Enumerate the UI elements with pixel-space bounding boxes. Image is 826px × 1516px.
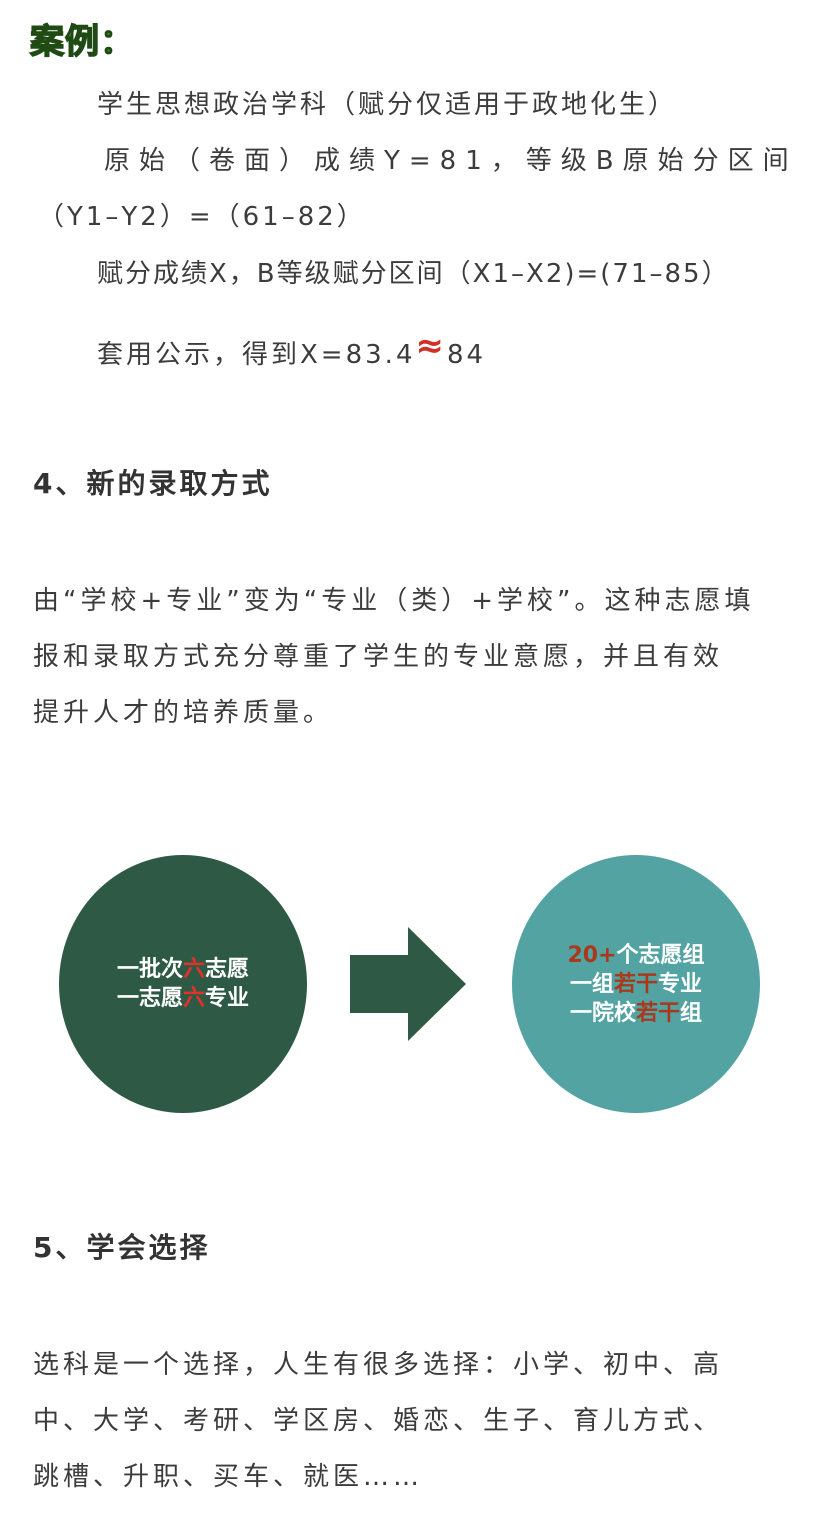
result-text: 套用公示，得到X=83.4 bbox=[97, 340, 416, 370]
example-line-raw-range: （Y1–Y2）=（61–82） bbox=[38, 202, 366, 232]
highlight-several: 若干 bbox=[635, 1000, 680, 1026]
section-5-heading: 5、学会选择 bbox=[33, 1231, 211, 1264]
old-admission-line-1: 一批次六志愿 bbox=[116, 957, 250, 982]
new-admission-line-1: 20+个志愿组 bbox=[567, 942, 705, 968]
result-rounded: 84 bbox=[447, 340, 487, 370]
approx-symbol: ≈ bbox=[415, 326, 447, 366]
highlight-several: 若干 bbox=[613, 971, 658, 997]
new-admission-line-3: 一院校若干组 bbox=[569, 1000, 703, 1026]
highlight-six: 六 bbox=[182, 986, 205, 1011]
highlight-six: 六 bbox=[182, 957, 205, 982]
section-5-paragraph-line-2: 中、大学、考研、学区房、婚恋、生子、育儿方式、 bbox=[33, 1406, 724, 1436]
section-4-paragraph-line-2: 报和录取方式充分尊重了学生的专业意愿，并且有效 bbox=[33, 642, 724, 672]
example-line-result: 套用公示，得到X=83.4≈84 bbox=[97, 326, 487, 372]
highlight-20-plus: 20+ bbox=[567, 942, 617, 968]
section-5-paragraph-line-1: 选科是一个选择，人生有很多选择：小学、初中、高 bbox=[33, 1350, 724, 1380]
right-arrow-icon bbox=[350, 927, 466, 1041]
example-line-raw-score: 原始（卷面）成绩Y=81，等级B原始分区间 bbox=[104, 146, 798, 176]
example-line-assigned-range: 赋分成绩X，B等级赋分区间（X1–X2)=(71–85） bbox=[97, 259, 730, 289]
new-admission-circle: 20+个志愿组 一组若干专业 一院校若干组 bbox=[512, 855, 760, 1113]
new-admission-line-2: 一组若干专业 bbox=[569, 971, 703, 997]
section-4-paragraph-line-3: 提升人才的培养质量。 bbox=[33, 698, 334, 728]
section-4-heading: 4、新的录取方式 bbox=[33, 467, 273, 500]
section-4-paragraph-line-1: 由“学校+专业”变为“专业（类）+学校”。这种志愿填 bbox=[33, 586, 755, 616]
case-title: 案例： bbox=[29, 21, 135, 63]
section-5-paragraph-line-3: 跳槽、升职、买车、就医…… bbox=[33, 1462, 424, 1492]
old-admission-line-2: 一志愿六专业 bbox=[116, 986, 250, 1011]
example-line-subject: 学生思想政治学科（赋分仅适用于政地化生） bbox=[97, 90, 678, 120]
old-admission-circle: 一批次六志愿 一志愿六专业 bbox=[59, 855, 307, 1113]
